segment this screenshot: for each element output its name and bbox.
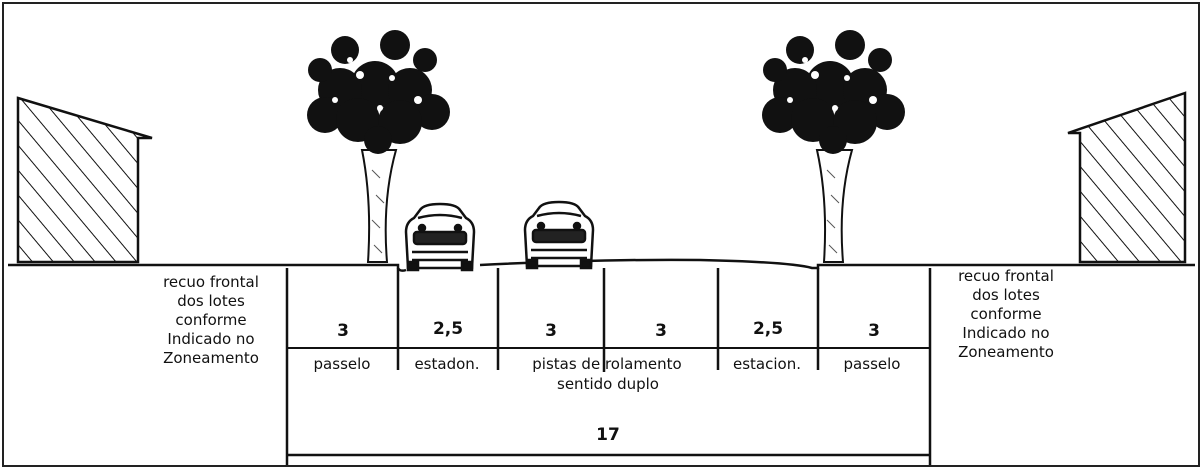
width-passeio-right: 3	[868, 321, 880, 341]
tree-left	[307, 30, 450, 263]
width-passeio-left: 3	[337, 321, 349, 341]
label-pistas-line1: pistas de rolamento	[532, 355, 682, 373]
label-passeio-right: passelo	[843, 355, 901, 373]
recuo-right-label: recuo frontal dos lotes conforme Indicad…	[937, 267, 1075, 362]
recuo-right-line: dos lotes	[972, 286, 1040, 304]
car-left	[404, 202, 476, 272]
recuo-right-line: Indicado no	[962, 324, 1050, 342]
building-right	[1067, 91, 1187, 264]
recuo-right-line: Zoneamento	[958, 343, 1054, 361]
recuo-left-label: recuo frontal dos lotes conforme Indicad…	[142, 273, 280, 368]
recuo-left-line: conforme	[175, 311, 247, 329]
recuo-left-line: Indicado no	[167, 330, 255, 348]
segment-dividers	[285, 268, 932, 465]
tree-right	[762, 30, 905, 263]
width-pista-2: 3	[655, 321, 667, 341]
recuo-left-line: Zoneamento	[163, 349, 259, 367]
building-left	[16, 96, 153, 264]
label-estac-left: estadon.	[414, 355, 480, 373]
width-pista-1: 3	[545, 321, 557, 341]
total-width-value: 17	[596, 425, 620, 445]
recuo-right-line: conforme	[970, 305, 1042, 323]
label-pistas-line2: sentido duplo	[557, 375, 659, 393]
recuo-left-line: dos lotes	[177, 292, 245, 310]
label-estac-right: estacion.	[733, 355, 801, 373]
label-passeio-left: passelo	[313, 355, 371, 373]
recuo-left-line: recuo frontal	[163, 273, 259, 291]
width-estac-left: 2,5	[432, 319, 464, 339]
car-right	[523, 200, 595, 270]
width-estac-right: 2,5	[752, 319, 784, 339]
recuo-right-line: recuo frontal	[958, 267, 1054, 285]
diagram-frame	[2, 2, 1200, 467]
